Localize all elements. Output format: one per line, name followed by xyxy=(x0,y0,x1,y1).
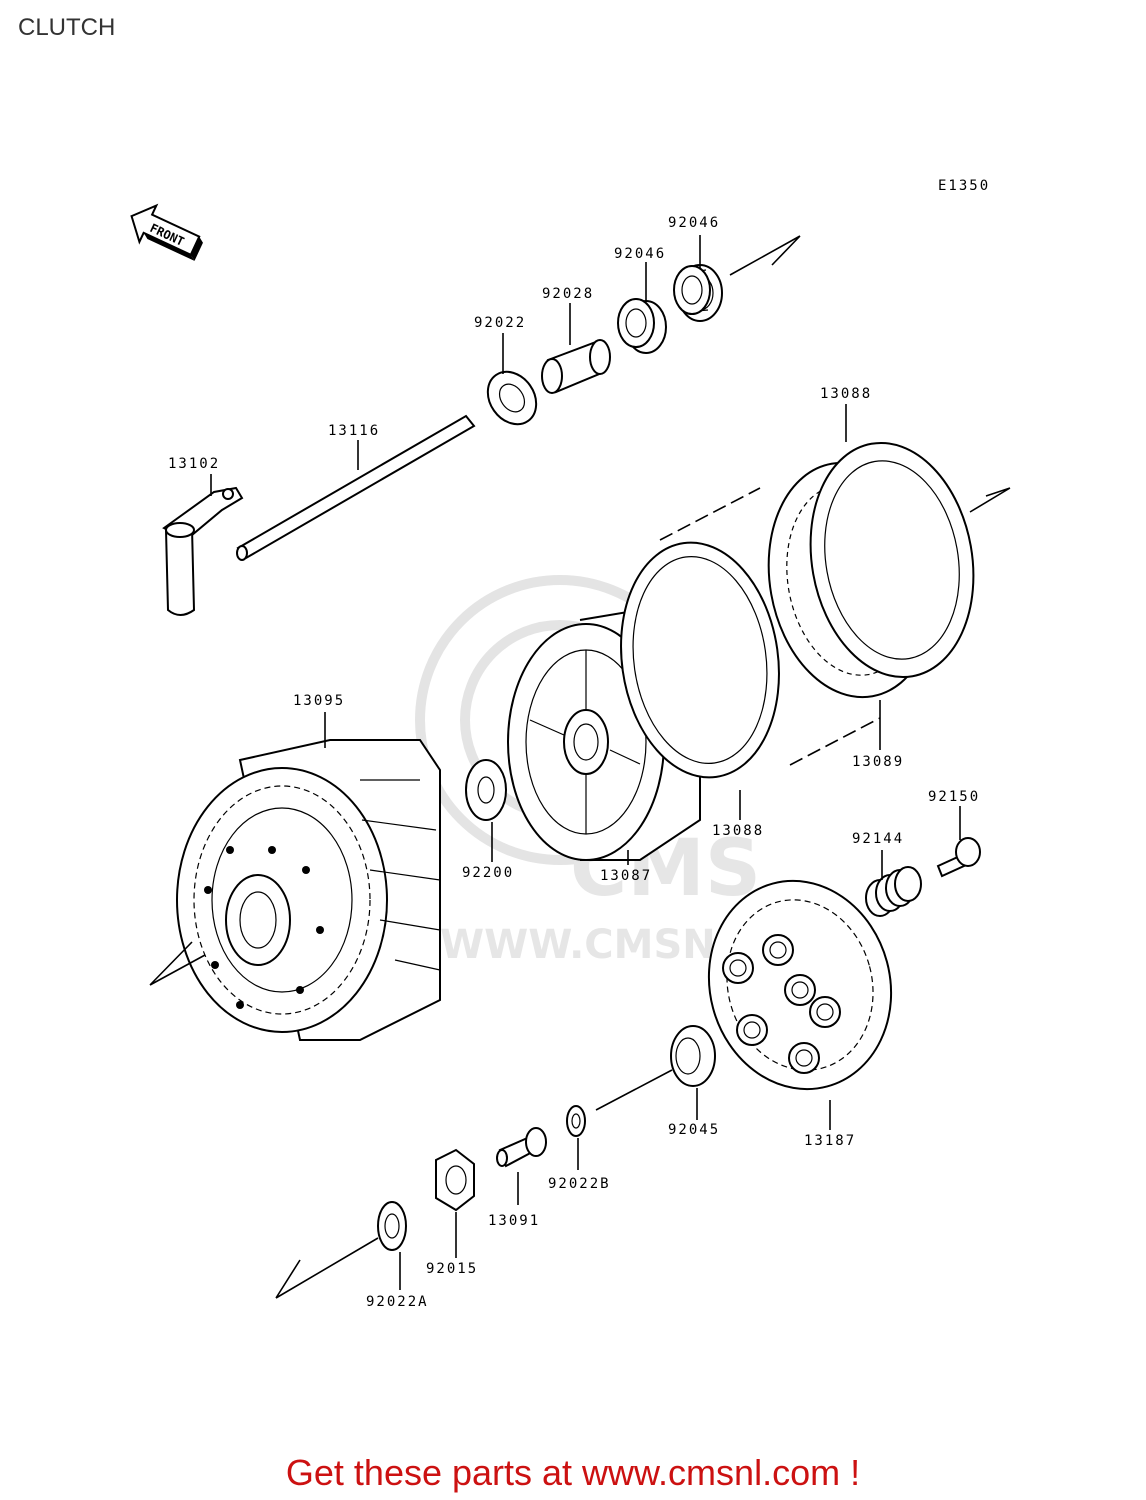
label-13095: 13095 xyxy=(293,693,345,709)
page-title: CLUTCH xyxy=(18,14,116,41)
friction-plate-13088-rear xyxy=(809,441,975,679)
label-13088-rear: 13088 xyxy=(820,386,872,402)
bolt-92150 xyxy=(936,837,981,878)
label-13102: 13102 xyxy=(168,456,220,472)
label-92144: 92144 xyxy=(852,831,904,847)
needle-bearing-92046-outer xyxy=(673,264,723,322)
label-92022: 92022 xyxy=(474,315,526,331)
label-13187: 13187 xyxy=(804,1133,856,1149)
label-92046-outer: 92046 xyxy=(668,215,720,231)
ball-bearing-92045 xyxy=(670,1025,716,1087)
pressure-plate-13187 xyxy=(707,879,893,1091)
label-13087: 13087 xyxy=(600,868,652,884)
clutch-spring-92144 xyxy=(865,866,922,917)
label-92028: 92028 xyxy=(542,286,594,302)
friction-plate-13088-front xyxy=(620,541,780,779)
release-lever-13102 xyxy=(162,486,244,616)
washer-92022b xyxy=(566,1105,586,1137)
sleeve-92028 xyxy=(541,339,611,394)
pusher-13091 xyxy=(496,1127,547,1168)
label-92045: 92045 xyxy=(668,1122,720,1138)
label-13116: 13116 xyxy=(328,423,380,439)
label-13091: 13091 xyxy=(488,1213,540,1229)
clutch-housing-13095 xyxy=(176,739,441,1041)
label-92022b: 92022B xyxy=(548,1176,611,1192)
label-92046-inner: 92046 xyxy=(614,246,666,262)
needle-bearing-92046-inner xyxy=(617,298,667,354)
washer-92022 xyxy=(486,370,538,426)
lock-washer-92022a xyxy=(377,1201,407,1251)
front-arrow-icon: FRONT xyxy=(130,203,203,261)
label-13089: 13089 xyxy=(852,754,904,770)
leader-lines xyxy=(149,235,1011,1299)
label-92022a: 92022A xyxy=(366,1294,429,1310)
label-92015: 92015 xyxy=(426,1261,478,1277)
footer-cmsnl-link[interactable]: Get these parts at www.cmsnl.com ! xyxy=(285,1452,861,1493)
label-92150: 92150 xyxy=(928,789,980,805)
nut-92015 xyxy=(435,1148,475,1212)
push-rod-13116 xyxy=(236,414,476,561)
label-92200: 92200 xyxy=(462,865,514,881)
thrust-washer-92200 xyxy=(465,759,507,821)
diagram-code: E1350 xyxy=(938,178,990,194)
label-13088-front: 13088 xyxy=(712,823,764,839)
